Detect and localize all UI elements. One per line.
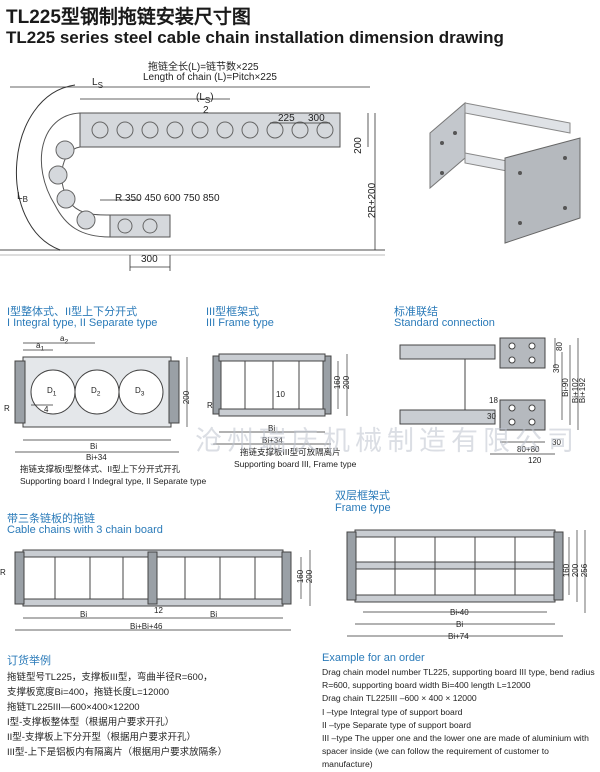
pitch-300: 300 [308, 113, 325, 124]
order-cn-heading: 订货举例 [7, 655, 51, 667]
company-watermark: 沧州瑞庆机械制造有限公司 [195, 426, 579, 457]
integral-caption-en: Supporting board I Indegral type, II Sep… [20, 476, 207, 486]
upper-chain-run [79, 112, 341, 148]
dim-256-double: 256 [580, 563, 590, 578]
dim-r-frame: R [207, 401, 213, 410]
bend-links [48, 140, 96, 230]
ls-label: LS [92, 77, 103, 90]
dim-bi-frame: Bi [268, 424, 276, 433]
radius-list: R 350 450 600 750 850 [115, 193, 220, 204]
order-cn-line: III型-上下是铝板内有隔离片（根据用户要求放隔条） [7, 747, 228, 758]
dim-bi34-frame: Bi+34 [262, 436, 283, 445]
dim-30-std: 30 [551, 364, 561, 373]
length-cn: 拖链全长(L)=链节数×225 [148, 62, 259, 73]
integral-board-drawing [14, 342, 188, 453]
dim-30c-std: 30 [552, 438, 561, 447]
height-200: 200 [352, 137, 364, 154]
dim-r-integral: R [4, 404, 10, 413]
standard-connection-drawing [399, 337, 579, 455]
dim-a1: a1 [36, 341, 45, 353]
order-cn-line: 拖链TL225III—600×400×12200 [7, 702, 140, 713]
dim-120-std: 120 [528, 456, 542, 465]
dim-r-three: R [0, 568, 6, 577]
dim-30b-std: 30 [487, 412, 496, 421]
order-cn-line: II型-支撑板上下分开型（根据用户要求开孔） [7, 732, 196, 743]
frame-header-cn: III型框架式 [206, 306, 260, 318]
dim-bi1-three: Bi [80, 610, 88, 619]
order-en-line: spacer inside (we can follow the require… [322, 746, 549, 770]
order-cn-block: 订货举例 拖链型号TL225，支撑板III型，弯曲半径R=600， 支撑板宽度B… [7, 652, 312, 760]
order-en-line: Drag chain model number TL225, supportin… [322, 667, 595, 677]
three-chain-drawing [14, 549, 311, 631]
order-en-line: I –type Integral type of support board [322, 706, 463, 717]
order-en-line: III –type The upper one and the lower on… [322, 733, 589, 744]
dim-200-three: 200 [305, 569, 315, 584]
order-cn-line: 支撑板宽度Bi=400，拖链长度L=12000 [7, 687, 170, 698]
frame-caption-cn: 拖链支撑板III型可放隔离片 [240, 447, 341, 457]
integral-header-en: I Integral type, II Separate type [7, 317, 158, 329]
dim-d3: D3 [135, 386, 145, 398]
dim-bi40-double: Bi-40 [450, 608, 469, 617]
dim-200-frame: 200 [342, 375, 352, 390]
bracket-illustration [429, 101, 581, 244]
dim-160-frame: 160 [333, 375, 343, 390]
order-en-heading: Example for an order [322, 652, 425, 664]
dim-18-std: 18 [489, 396, 498, 405]
double-frame-header-en: Frame type [335, 502, 391, 514]
dim-bi46-three: Bi+Bi+46 [130, 622, 163, 631]
pitch-225: 225 [278, 113, 295, 124]
dim-bi-integral: Bi [90, 442, 98, 451]
dim-bi90-std: Bi-90 [560, 378, 570, 397]
dim-bi192-std: Bi+192 [578, 377, 588, 404]
dim-d1: D1 [47, 386, 57, 398]
integral-caption-cn: 拖链支撑板I型整体式、II型上下分开式开孔 [20, 464, 181, 474]
dim-4: 4 [44, 405, 49, 414]
dim-200-integral: 200 [182, 390, 192, 405]
dim-bi-double: Bi [456, 620, 464, 629]
order-cn-line: 拖链型号TL225，支撑板III型，弯曲半径R=600， [7, 672, 213, 683]
three-chain-header-cn: 带三条链板的拖链 [7, 513, 95, 525]
bottom-300: 300 [141, 254, 158, 265]
frame-caption-en: Supporting board III, Frame type [234, 459, 357, 469]
title-en: TL225 series steel cable chain installat… [6, 28, 504, 47]
dim-d2: D2 [91, 386, 101, 398]
frame-header-en: III Frame type [206, 317, 274, 329]
dim-a2: a2 [60, 334, 69, 346]
dim-160-three: 160 [296, 569, 306, 584]
dim-200-double: 200 [571, 563, 581, 578]
dim-12-three: 12 [154, 606, 163, 615]
three-chain-header-en: Cable chains with 3 chain board [7, 524, 163, 536]
double-frame-header-cn: 双层框架式 [335, 490, 390, 502]
order-en-block: Example for an order Drag chain model nu… [322, 652, 597, 772]
double-frame-drawing [346, 529, 586, 637]
dim-8080-std: 80+80 [517, 445, 540, 454]
title-cn: TL225型钢制拖链安装尺寸图 [6, 7, 251, 28]
order-en-line: Drag chain TL225III –600 × 400 × 12000 [322, 693, 477, 704]
order-en-line: R=600, supporting board width Bi=400 len… [322, 680, 531, 691]
ls2-label: (LS)2 [196, 92, 214, 116]
dim-10-frame: 10 [276, 390, 285, 399]
dim-bi74-double: Bi+74 [448, 632, 469, 641]
order-cn-line: I型-支撑板整体型（根据用户要求开孔） [7, 717, 175, 728]
frame-board-drawing [212, 353, 348, 445]
top-chain-drawing [0, 84, 385, 271]
integral-header-cn: I型整体式、II型上下分开式 [7, 306, 138, 318]
order-en-line: II –type Separate type of support board [322, 719, 472, 730]
dim-bi34-integral: Bi+34 [86, 453, 107, 462]
standard-header-cn: 标准联结 [394, 306, 438, 318]
dim-bi2-three: Bi [210, 610, 218, 619]
length-en: Length of chain (L)=Pitch×225 [143, 72, 277, 83]
dim-160-double: 160 [562, 563, 572, 578]
lb-label: LB [17, 191, 28, 204]
dim-80-std: 80 [554, 342, 564, 351]
height-2r: 2R+200 [367, 182, 379, 219]
standard-header-en: Standard connection [394, 317, 495, 329]
